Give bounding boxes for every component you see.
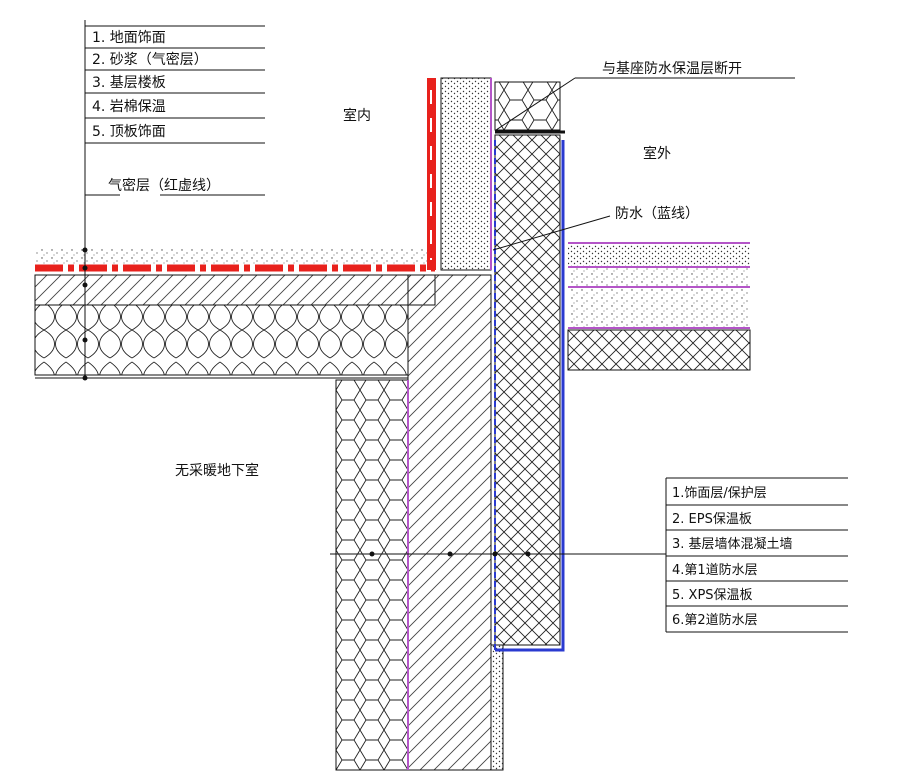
floor-finish-layer (35, 248, 435, 264)
label-basement: 无采暖地下室 (175, 462, 259, 479)
floor-slab (34, 248, 436, 379)
wall-concrete (407, 274, 492, 771)
label-indoor: 室内 (343, 107, 371, 124)
label-outdoor: 室外 (643, 145, 671, 162)
leader-lines (84, 20, 795, 555)
wall-layer-6: 6.第2道防水层 (672, 612, 758, 628)
floor-layer-2: 2. 砂浆（气密层） (92, 51, 208, 68)
exterior-base (568, 268, 750, 328)
waterproof-line-2 (495, 140, 565, 652)
upper-wall (427, 77, 565, 271)
exterior-ground (567, 242, 751, 371)
upper-wall-concrete (440, 77, 492, 271)
label-waterproof: 防水（蓝线） (615, 206, 699, 222)
wall-layer-1: 1.饰面层/保护层 (672, 486, 767, 501)
label-airtight: 气密层（红虚线） (108, 177, 220, 194)
wall-layer-4: 4.第1道防水层 (672, 562, 758, 578)
floor-layer-1: 1. 地面饰面 (92, 30, 166, 46)
base-slab (34, 274, 436, 306)
floor-layer-3: 3. 基层楼板 (92, 74, 166, 91)
wall-layer-legend (665, 477, 848, 633)
wall-eps-inner (335, 379, 409, 771)
floor-layer-4: 4. 岩棉保温 (92, 98, 166, 115)
basement-wall (335, 134, 565, 771)
wall-layer-2: 2. EPS保温板 (672, 512, 752, 527)
exterior-paving (568, 245, 750, 267)
leader-dots (82, 247, 531, 557)
wall-layer-5: 5. XPS保温板 (672, 588, 753, 603)
compacted-soil (567, 329, 751, 371)
wall-xps-outer (494, 134, 561, 646)
floor-layer-5: 5. 顶板饰面 (92, 124, 166, 140)
wall-layer-3: 3. 基层墙体混凝土墙 (672, 536, 793, 552)
floor-layer-legend (85, 25, 265, 144)
rockwool-insulation (34, 304, 409, 376)
upper-wall-eps-top (494, 81, 561, 131)
label-break-note: 与基座防水保温层断开 (602, 60, 742, 77)
wall-outer-finish (490, 644, 504, 771)
